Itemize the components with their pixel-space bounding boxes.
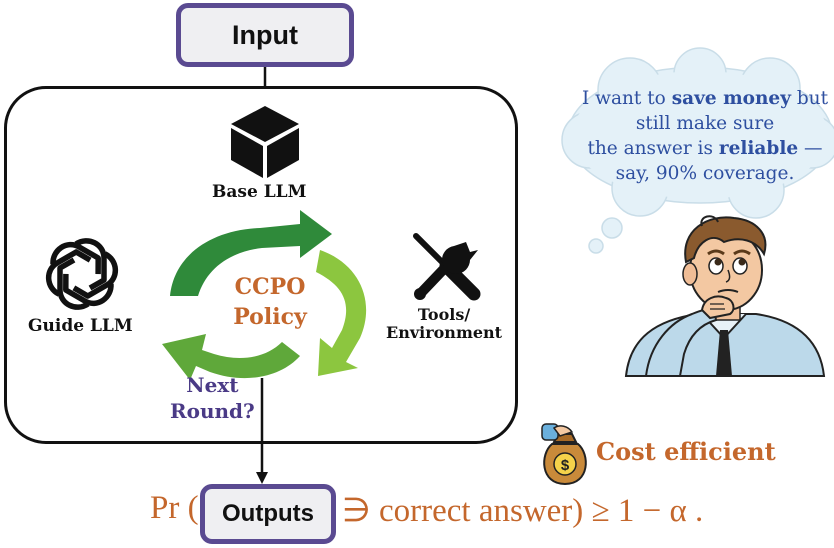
svg-text:$: $	[561, 457, 570, 474]
thought-text: I want to save money but still make sure…	[570, 86, 834, 186]
base-llm-label: Base LLM	[212, 182, 307, 202]
next-round-line2: Round?	[170, 399, 255, 423]
guide-llm-label: Guide LLM	[28, 316, 133, 336]
thought-cloud	[561, 47, 834, 254]
ccpo-label-line1: CCPO	[234, 274, 306, 300]
outputs-label: Outputs	[222, 500, 314, 527]
formula-suffix: ∋ correct answer) ≥ 1 − α .	[342, 493, 704, 529]
thought-line4: say, 90% coverage.	[615, 163, 795, 184]
thinking-man-illustration	[624, 215, 826, 377]
ccpo-policy-label: CCPO Policy	[222, 272, 318, 332]
input-label: Input	[232, 19, 298, 50]
cost-efficient-label: Cost efficient	[596, 437, 776, 466]
thought-line2: still make sure	[635, 113, 775, 134]
outputs-box: Outputs	[200, 484, 336, 544]
tools-label-line2: Environment	[386, 323, 503, 342]
next-round-label: Next Round?	[170, 372, 255, 424]
ccpo-label-line2: Policy	[233, 304, 307, 330]
next-round-line1: Next	[186, 373, 239, 397]
tools-label-line1: Tools/	[417, 305, 471, 324]
money-bag-icon: $	[541, 423, 587, 486]
formula-prefix: Pr (	[150, 490, 199, 526]
thought-line1: I want to save money but	[581, 88, 829, 109]
wrench-screwdriver-icon	[413, 233, 481, 301]
cube-icon	[231, 106, 299, 178]
cycle-arrows-icon	[162, 210, 367, 380]
openai-knot-icon	[45, 238, 119, 310]
input-box: Input	[176, 3, 354, 67]
thought-line3: the answer is reliable —	[587, 138, 823, 159]
tools-label: Tools/ Environment	[386, 306, 502, 342]
